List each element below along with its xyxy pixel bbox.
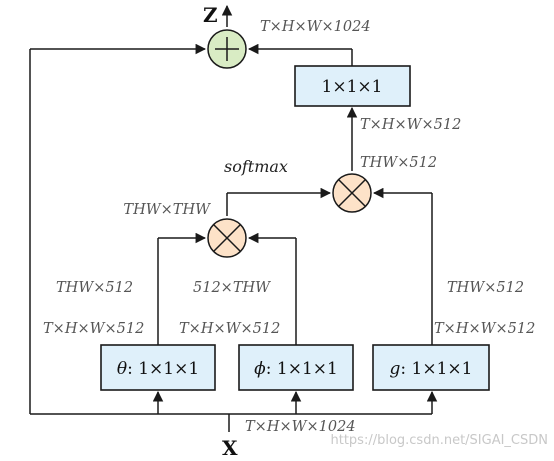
y-reshape-label: THW×512 <box>360 155 437 171</box>
svg-text:θ: 1×1×1: θ: 1×1×1 <box>117 359 199 379</box>
csdn-watermark: https://blog.csdn.net/SIGAI_CSDN <box>330 433 548 448</box>
input-dim-label: T×H×W×1024 <box>245 419 356 435</box>
phi-reshape-label: 512×THW <box>193 280 271 296</box>
svg-text:g: 1×1×1: g: 1×1×1 <box>390 359 473 379</box>
g-conv-box: g: 1×1×1 <box>372 344 490 391</box>
phi-symbol: ϕ <box>254 359 266 379</box>
connectors <box>29 4 438 432</box>
theta-symbol: θ <box>117 359 127 379</box>
output-z-label: Z <box>203 3 218 27</box>
output-dim-label: T×H×W×1024 <box>260 19 371 35</box>
softmax-label: softmax <box>224 157 288 176</box>
g-out-label: T×H×W×512 <box>434 321 535 337</box>
theta-reshape-label: THW×512 <box>56 280 133 296</box>
g-size: : 1×1×1 <box>400 359 472 379</box>
output-conv-box: 1×1×1 <box>294 65 411 107</box>
theta-conv-box: θ: 1×1×1 <box>100 344 216 391</box>
g-symbol: g <box>390 359 401 379</box>
theta-size: : 1×1×1 <box>127 359 199 379</box>
matmul-operator-2 <box>332 173 372 213</box>
attention-dim-label: THW×THW <box>123 202 211 218</box>
svg-text:ϕ: 1×1×1: ϕ: 1×1×1 <box>254 359 338 379</box>
phi-out-label: T×H×W×512 <box>179 321 280 337</box>
matmul-operator-1 <box>207 218 247 258</box>
output-conv-label: 1×1×1 <box>322 77 383 97</box>
add-operator <box>207 29 247 69</box>
input-x-label: X <box>222 436 238 460</box>
y-dim-label: T×H×W×512 <box>360 117 461 133</box>
phi-conv-box: ϕ: 1×1×1 <box>238 344 354 391</box>
g-reshape-label: THW×512 <box>447 280 524 296</box>
phi-size: : 1×1×1 <box>266 359 338 379</box>
theta-out-label: T×H×W×512 <box>43 321 144 337</box>
